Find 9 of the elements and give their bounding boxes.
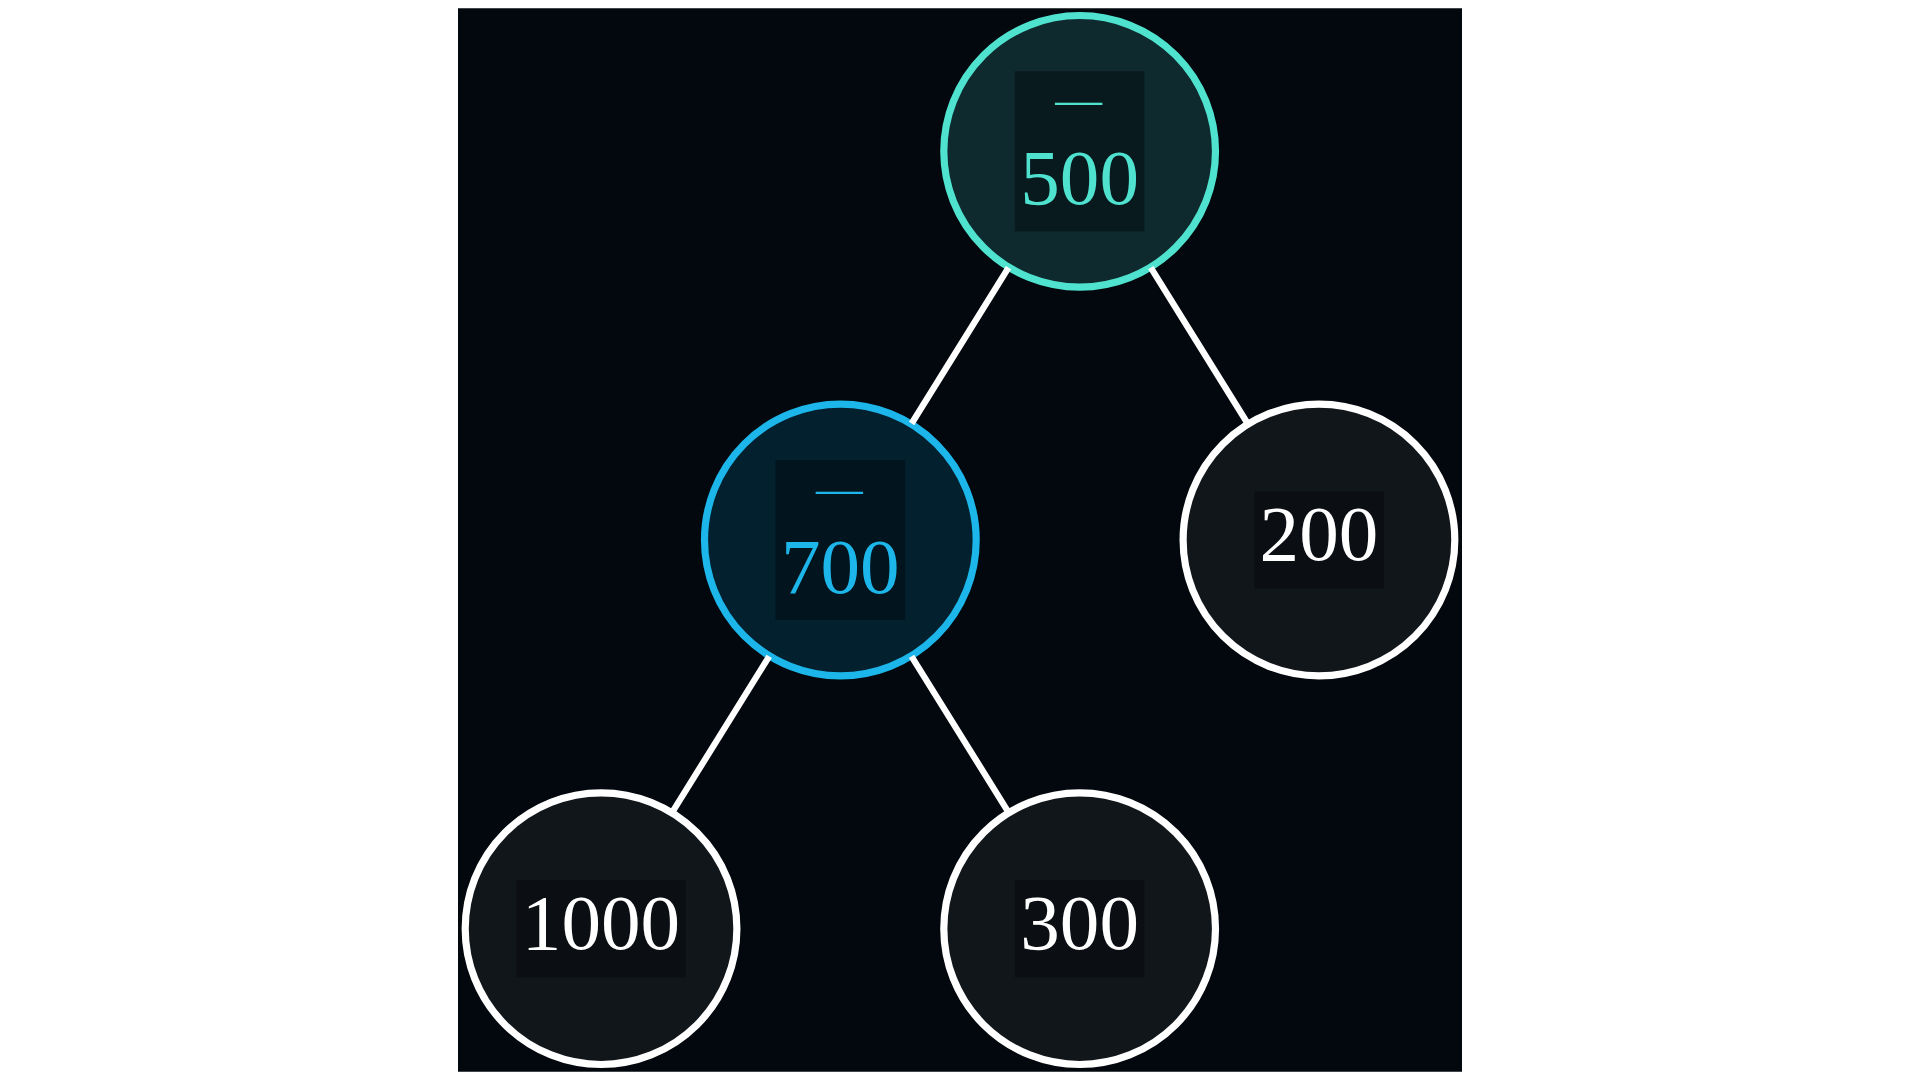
node-circle: — 500 xyxy=(940,11,1220,291)
node-circle: 200 xyxy=(1179,400,1459,680)
node-circle: 300 xyxy=(940,789,1220,1069)
node-circle: — 700 xyxy=(700,400,980,680)
node-circle: 1000 xyxy=(461,789,741,1069)
connector xyxy=(908,266,1012,426)
connector xyxy=(908,654,1012,814)
connector xyxy=(1148,266,1251,426)
connector xyxy=(669,654,772,814)
